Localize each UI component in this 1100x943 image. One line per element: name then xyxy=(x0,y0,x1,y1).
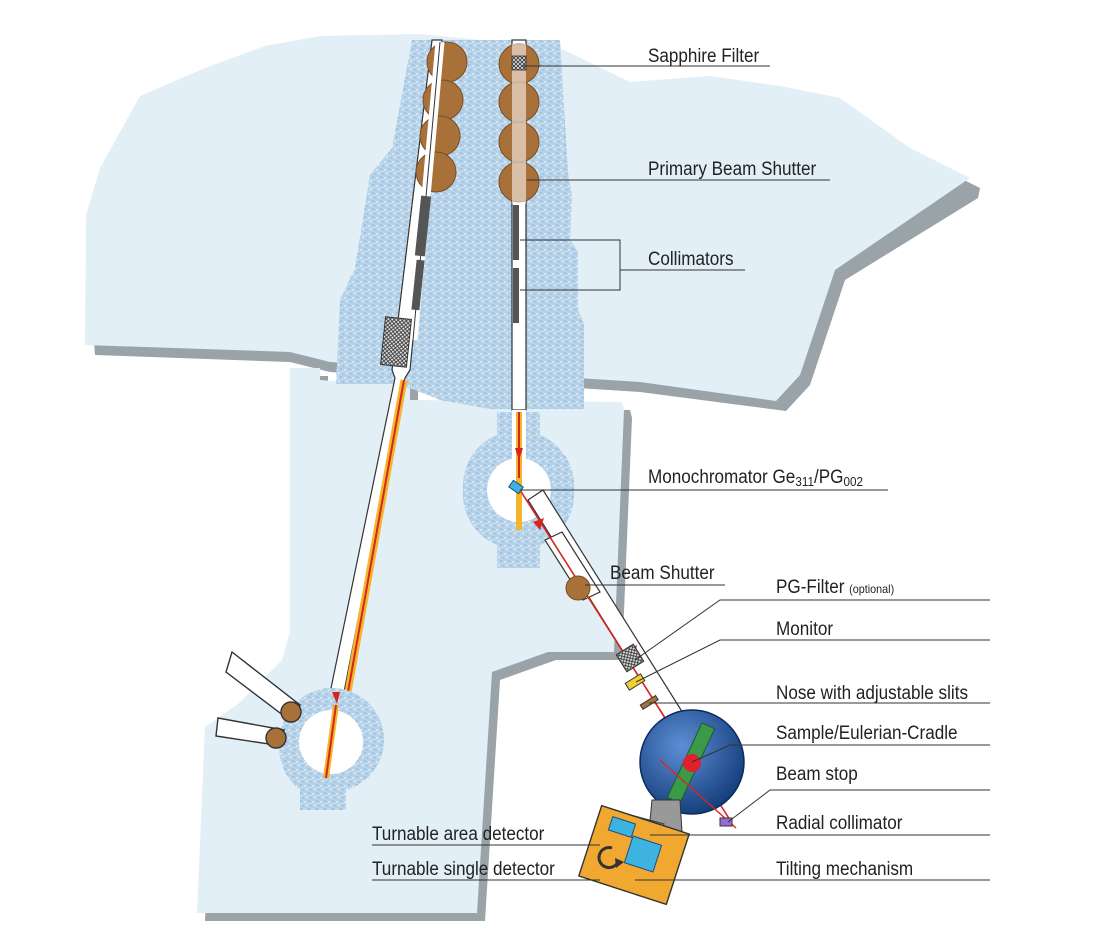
lower-drum-housing xyxy=(279,688,384,810)
label-monitor: Monitor xyxy=(776,619,834,640)
label-collimators: Collimators xyxy=(648,249,734,270)
label-pg-filter: PG-Filter (optional) xyxy=(776,578,894,597)
pg-filter-text: PG-Filter xyxy=(776,577,845,598)
label-primary-beam-shutter: Primary Beam Shutter xyxy=(648,159,817,180)
beam-stop-block xyxy=(719,817,733,827)
collimator-2 xyxy=(513,268,519,323)
label-sapphire-filter: Sapphire Filter xyxy=(648,46,760,67)
label-nose: Nose with adjustable slits xyxy=(776,683,968,704)
label-monochromator: Monochromator Ge311/PG002 xyxy=(648,468,863,488)
label-sample: Sample/Eulerian-Cradle xyxy=(776,723,958,744)
label-single-detector: Turnable single detector xyxy=(372,859,555,880)
leader-lines xyxy=(372,65,990,881)
sapphire-filter-block xyxy=(511,55,527,71)
label-beam-stop: Beam stop xyxy=(776,764,858,785)
monochromator-sub-1: 311 xyxy=(795,474,814,489)
detector-assembly xyxy=(577,799,691,906)
collimator-1 xyxy=(513,205,519,260)
label-area-detector: Turnable area detector xyxy=(372,824,545,845)
label-beam-shutter: Beam Shutter xyxy=(610,563,715,584)
label-tilting-mechanism: Tilting mechanism xyxy=(776,859,914,880)
monochromator-text: Monochromator Ge xyxy=(648,467,796,488)
monochromator-sub-2: 002 xyxy=(843,474,863,489)
label-radial-collimator: Radial collimator xyxy=(776,813,903,834)
pg-filter-note: (optional) xyxy=(849,582,895,596)
monochromator-mid: /PG xyxy=(813,467,844,488)
side-tubes xyxy=(215,650,302,749)
